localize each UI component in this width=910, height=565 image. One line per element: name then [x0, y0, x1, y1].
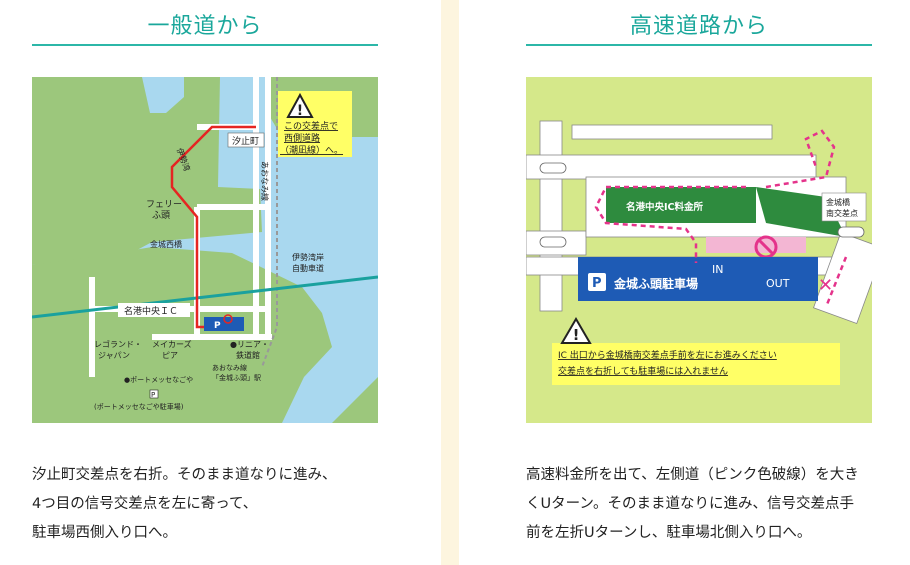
- kinjo-minami-label: 南交差点: [826, 208, 858, 218]
- portmesse-parking-icon: [149, 389, 159, 399]
- ferry-label: ふ頭: [152, 210, 170, 221]
- toll-label: 名港中央IC料金所: [626, 201, 704, 213]
- ic-label-box: [118, 303, 190, 317]
- kinjo-minami-label: 金城橋: [826, 197, 850, 207]
- east-land: [332, 377, 378, 423]
- isewangan-label: 自動車道: [292, 263, 324, 273]
- red-route: [170, 125, 256, 329]
- signal-icon: [837, 226, 865, 238]
- isewangan-label: 伊勢湾岸: [292, 252, 324, 262]
- description-line: 駐車場西側入り口へ。: [32, 525, 177, 541]
- station-label: 「金城ふ頭」駅: [212, 373, 261, 382]
- caution-text: この交差点で: [284, 120, 338, 132]
- in-label: IN: [712, 263, 723, 276]
- route-description: 高速料金所を出て、左側道（ピンク色破線）を大き くUターン。そのまま道なりに進み…: [526, 461, 872, 548]
- caution-text: （潮凪線）へ。: [280, 144, 343, 156]
- legoland-label: レゴランド・: [94, 339, 142, 349]
- caution-box: [278, 91, 352, 157]
- section-title: 高速道路から: [629, 14, 768, 39]
- caution-box: [552, 343, 840, 385]
- warning-icon: [560, 317, 592, 344]
- linear-label: ●リニア・: [230, 340, 269, 349]
- parking-name: 金城ふ頭駐車場: [613, 276, 698, 291]
- portmesse-label: ●ポートメッセなごや: [124, 375, 193, 384]
- parking-area: [204, 317, 244, 331]
- station-label: あおなみ線: [212, 363, 247, 372]
- parking-symbol: P: [592, 276, 602, 291]
- makers-label: ピア: [162, 351, 178, 360]
- linear-label: 鉄道館: [236, 350, 260, 360]
- kinjo-minami-label-box: [821, 192, 867, 222]
- description-line: 高速料金所を出て、左側道（ピンク色破線）を大き: [526, 467, 859, 483]
- portmesse-parking-label: (ポートメッセなごや駐車場): [94, 402, 184, 411]
- caution-text: 西側道路: [284, 132, 320, 144]
- map-general-road: P ! この交差点で 西側道路 （潮凪線）へ。 汐止町 あおなみ線 伊勢湾 フェ…: [32, 77, 378, 423]
- kinjo-bridge-label: 金城西橋: [150, 239, 182, 249]
- section-header: 一般道から: [32, 0, 378, 46]
- pink-uturn: [765, 129, 836, 189]
- center-divider: [441, 0, 459, 565]
- makers-label: メイカーズ: [152, 339, 192, 349]
- svg-text:!: !: [573, 326, 580, 344]
- section-title: 一般道から: [147, 14, 263, 39]
- route-expressway: 高速道路から 名港中央IC料金所: [526, 0, 872, 541]
- signal-icon: [539, 162, 567, 174]
- route-general-road: 一般道から: [32, 0, 378, 541]
- shiodome-label-box: [227, 132, 265, 148]
- aonami-label: あおなみ線: [260, 161, 270, 201]
- parking-symbol: P: [214, 321, 221, 331]
- route-description: 汐止町交差点を右折。そのまま道なりに進み、 4つ目の信号交差点を左に寄って、 駐…: [32, 461, 378, 548]
- shiodome-label: 汐止町: [232, 135, 259, 147]
- description-line: 前を左折Uターンし、駐車場北側入り口へ。: [526, 525, 812, 541]
- legoland-label: ジャパン: [98, 351, 130, 360]
- description-line: 4つ目の信号交差点を左に寄って、: [32, 496, 258, 512]
- section-header: 高速道路から: [526, 0, 872, 46]
- description-line: くUターン。そのまま道なりに進み、信号交差点手: [526, 496, 855, 512]
- parking-entrance-icon: [223, 314, 233, 324]
- signal-icon: [539, 236, 567, 248]
- portmesse-parking-symbol: P: [151, 391, 155, 399]
- warning-icon: [286, 92, 314, 118]
- expressway: [32, 275, 378, 319]
- out-label: OUT: [766, 277, 790, 290]
- toll-plaza: [606, 187, 756, 223]
- caution-text: IC 出口から金城橋南交差点手前を左にお進みください: [558, 349, 777, 361]
- pink-route: [594, 185, 746, 263]
- map-expressway: 名港中央IC料金所 P 金城ふ頭駐車場 IN OUT ✕ 金城橋: [526, 77, 872, 423]
- parking-area: [578, 257, 818, 301]
- parking-icon: [588, 273, 606, 291]
- svg-text:!: !: [297, 103, 303, 119]
- ferry-label: フェリー: [146, 200, 182, 210]
- caution-text: 交差点を右折しても駐車場には入れません: [558, 365, 728, 377]
- ic-label: 名港中央ＩＣ: [124, 305, 178, 317]
- description-line: 汐止町交差点を右折。そのまま道なりに進み、: [32, 467, 337, 483]
- cross-icon: ✕: [818, 275, 833, 296]
